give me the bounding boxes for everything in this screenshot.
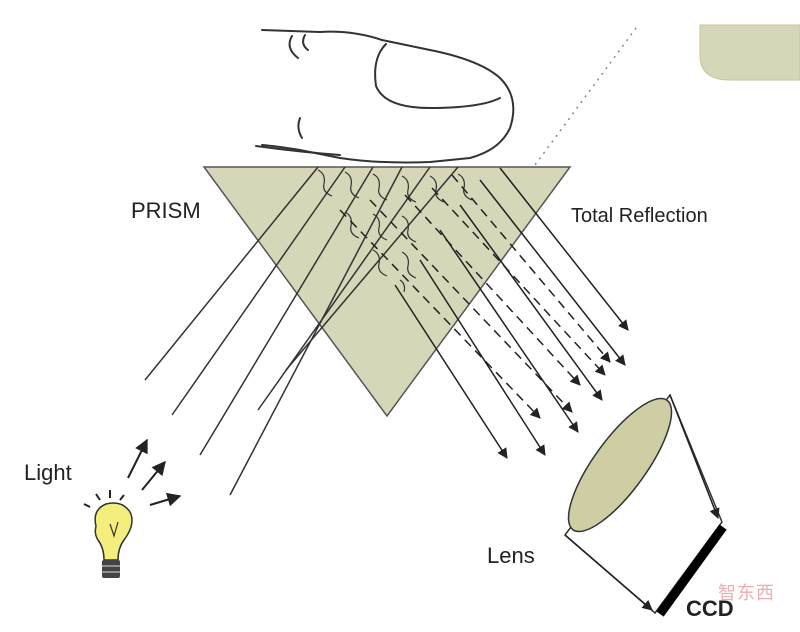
finger-icon [255,29,515,164]
lens-label: Lens [487,543,535,568]
ccd-label: CCD [686,596,734,621]
lens-icon [563,393,723,615]
light-bulb-icon [94,502,133,578]
light-label: Light [24,460,72,485]
ccd-sensor-bar [656,524,727,617]
bulb-rays [83,438,182,508]
reflected-rays [394,167,629,459]
ridge-contact-marks [317,169,473,293]
watermark-text: 智东西 [718,583,775,603]
dotted-guide-line [534,27,637,166]
incident-rays [144,166,459,496]
dashed-reflected-rays [339,174,611,419]
total-reflection-label: Total Reflection [571,205,708,227]
prism-label: PRISM [131,198,201,223]
corner-tab-shape [699,24,800,81]
